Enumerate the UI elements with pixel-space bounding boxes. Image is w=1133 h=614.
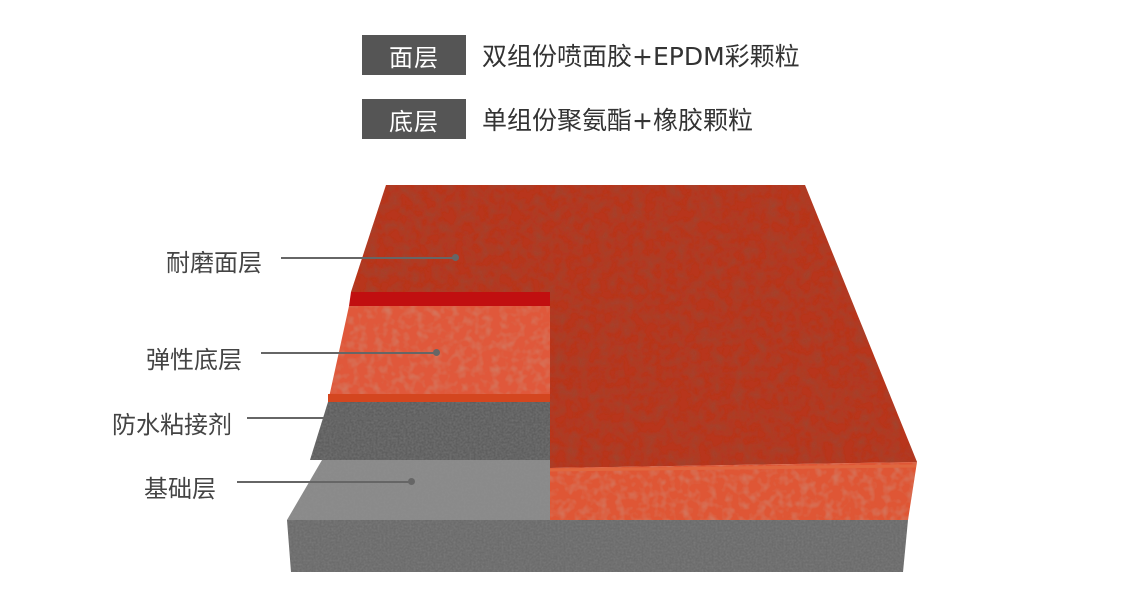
leader-dot-adhesive <box>422 414 429 421</box>
layer-label-wear: 耐磨面层 <box>166 243 262 278</box>
layer-label-adhesive: 防水粘接剂 <box>112 405 232 440</box>
leader-line-adhesive <box>247 417 425 419</box>
elastic-layer-bottom-edge <box>328 394 550 402</box>
leader-line-base <box>237 481 412 483</box>
base-layer-front <box>287 520 908 572</box>
adhesive-layer <box>310 402 550 460</box>
base-layer-top <box>287 460 550 520</box>
layer-label-elastic: 弹性底层 <box>146 340 242 375</box>
elastic-layer-front <box>328 306 556 402</box>
leader-dot-elastic <box>433 349 440 356</box>
wear-layer-edge <box>349 292 556 306</box>
leader-line-elastic <box>261 352 437 354</box>
leader-line-wear <box>281 257 455 259</box>
leader-dot-wear <box>452 254 459 261</box>
leader-dot-base <box>408 478 415 485</box>
layer-label-base: 基础层 <box>144 469 216 504</box>
